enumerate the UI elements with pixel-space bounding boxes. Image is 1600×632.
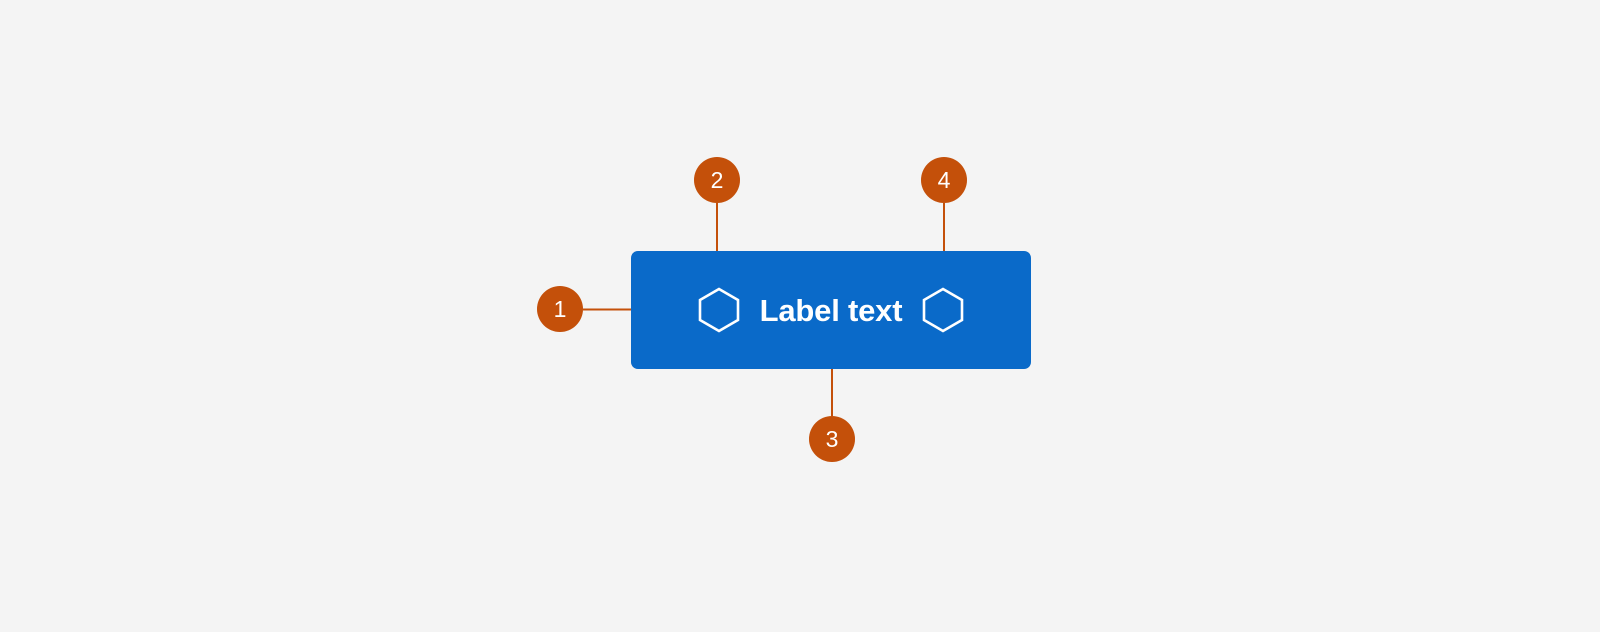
callout-badge-1[interactable]: 1: [537, 286, 583, 332]
trailing-hexagon-icon: [923, 287, 964, 333]
callout-badge-2[interactable]: 2: [694, 157, 740, 203]
label-text-button[interactable]: Label text: [631, 251, 1031, 369]
callout-badge-3[interactable]: 3: [809, 416, 855, 462]
leading-hexagon-icon: [698, 287, 739, 333]
callout-badge-4[interactable]: 4: [921, 157, 967, 203]
button-label: Label text: [759, 292, 903, 328]
